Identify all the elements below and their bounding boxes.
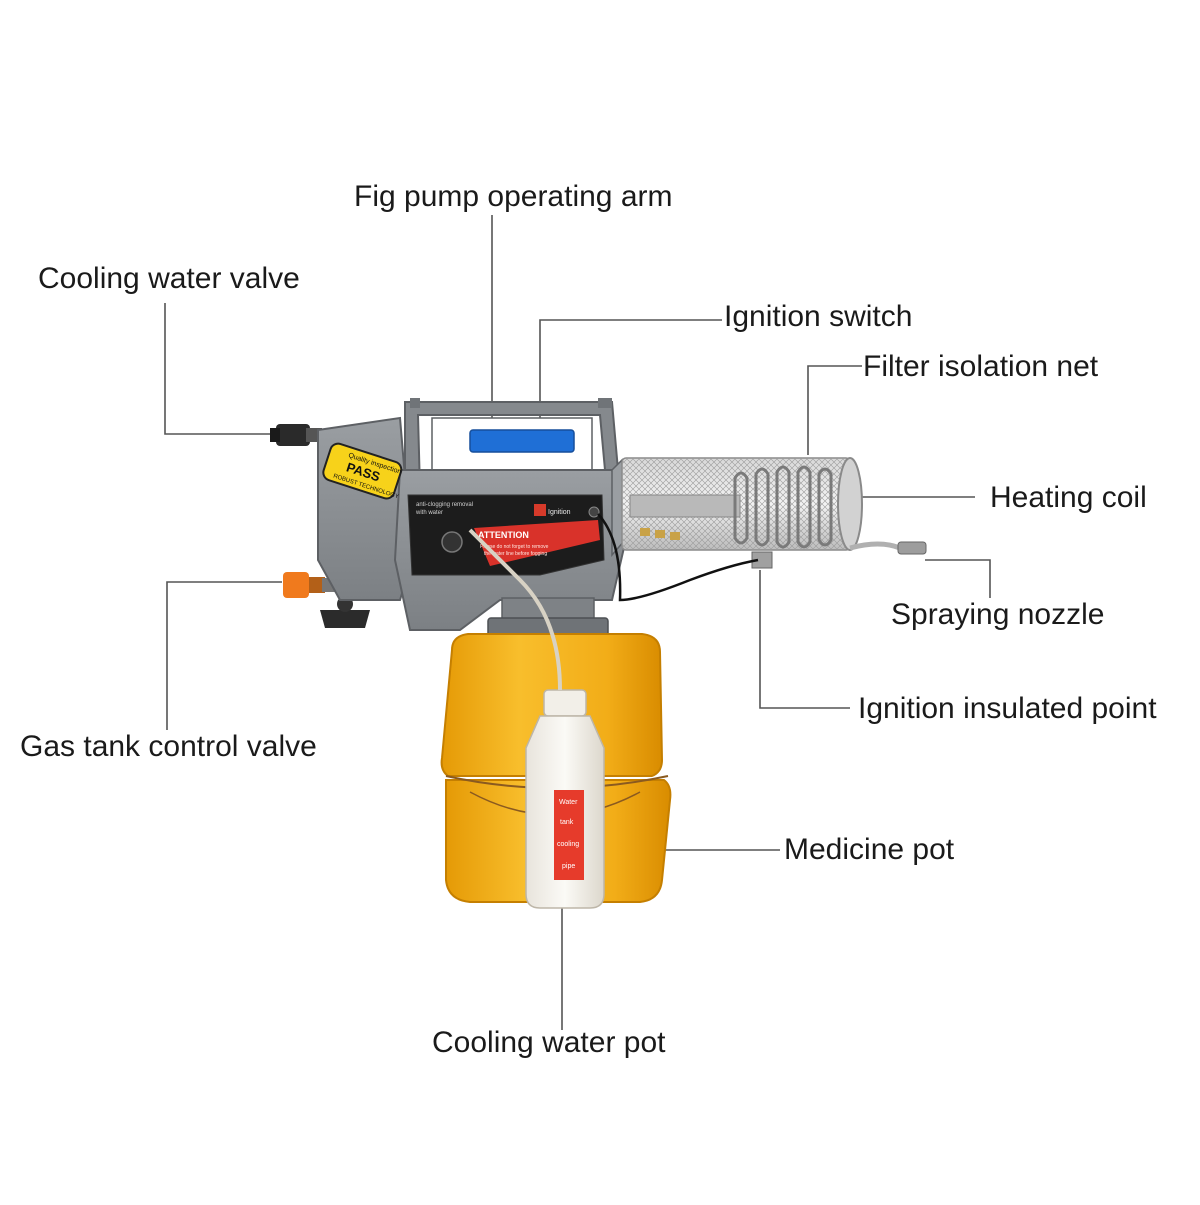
cooling-water-bottle	[468, 528, 605, 909]
label-spraying-nozzle: Spraying nozzle	[891, 598, 1105, 631]
label-fig-pump-operating-arm: Fig pump operating arm	[354, 180, 673, 213]
attention-line-2-text: the water line before fogging	[484, 551, 547, 557]
label-cooling-water-valve: Cooling water valve	[38, 262, 300, 295]
bottle-label-1: Water	[559, 799, 578, 806]
panel-small-text-1: anti-clogging removal	[416, 502, 473, 508]
label-filter-isolation-net: Filter isolation net	[863, 350, 1099, 383]
label-cooling-water-pot: Cooling water pot	[432, 1026, 666, 1059]
attention-line-1-text: Please do not forget to remove	[480, 544, 549, 550]
fogger-body	[317, 398, 630, 637]
label-heating-coil: Heating coil	[990, 481, 1147, 514]
gas-tank-control-valve-part	[283, 572, 370, 628]
panel-ignition-text: Ignition	[548, 509, 571, 516]
label-ignition-insulated-point: Ignition insulated point	[858, 692, 1157, 725]
attention-title-text: ATTENTION	[478, 530, 529, 540]
label-gas-tank-control-valve: Gas tank control valve	[20, 730, 317, 763]
bottle-label-text: Water tank cooling pipe	[557, 799, 579, 870]
cooling-water-valve-part	[270, 424, 322, 446]
bottle-label-2: tank	[560, 819, 574, 826]
label-ignition-switch: Ignition switch	[724, 300, 913, 333]
bottle-label-4: pipe	[562, 863, 575, 870]
label-medicine-pot: Medicine pot	[784, 833, 955, 866]
panel-small-text-2: with water	[415, 510, 443, 516]
bottle-label-3: cooling	[557, 841, 579, 848]
barrel-assembly	[597, 457, 927, 602]
